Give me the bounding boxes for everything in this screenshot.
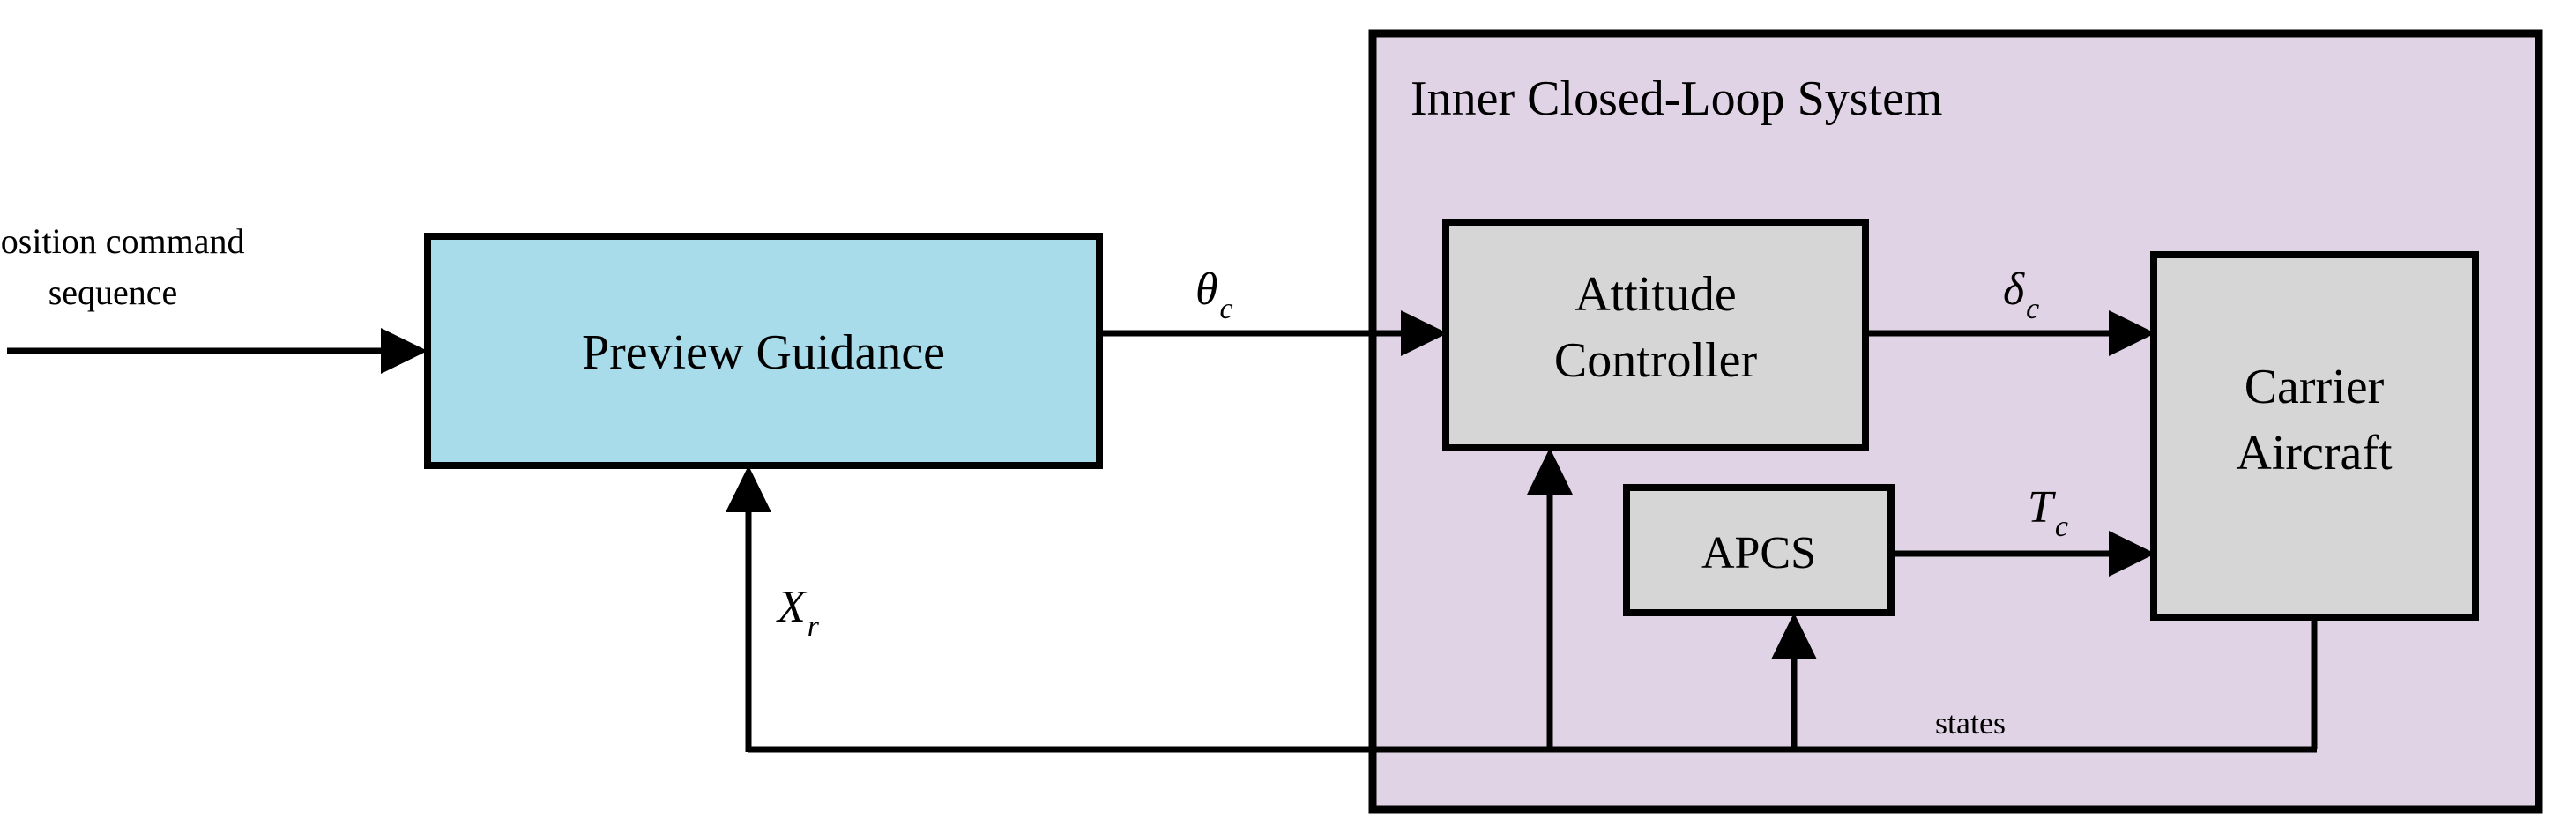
- arrowhead-feedback-to-attitude: [1527, 448, 1573, 495]
- arrowhead-preview-to-attitude: [1401, 310, 1448, 356]
- block-carrier-aircraft[interactable]: [2150, 251, 2479, 621]
- arrowhead-attitude-to-carrier: [2109, 310, 2155, 356]
- block-carrier-aircraft-label-line2: Aircraft: [2236, 426, 2393, 480]
- block-preview-guidance-label: Preview Guidance: [582, 325, 945, 380]
- arrowhead-feedback-to-preview-guidance: [726, 465, 771, 512]
- label-t-c: Tc: [2028, 482, 2068, 543]
- block-attitude-controller[interactable]: [1442, 219, 1869, 451]
- label-t-c-sub: c: [2055, 510, 2068, 543]
- block-attitude-controller-label-line2: Controller: [1554, 333, 1758, 388]
- label-position-command-line2: sequence: [48, 272, 178, 312]
- arrowhead-feedback-to-apcs: [1771, 613, 1817, 659]
- block-preview-guidance[interactable]: [424, 233, 1103, 469]
- label-position-command-line1: Position command: [0, 221, 244, 261]
- arrowhead-apcs-to-carrier: [2109, 531, 2155, 577]
- label-t-c-var: T: [2028, 482, 2056, 532]
- label-theta-c-var: θ: [1195, 264, 1218, 315]
- label-states: states: [1935, 705, 2006, 741]
- block-attitude-controller-label-line1: Attitude: [1575, 267, 1737, 322]
- block-apcs[interactable]: [1623, 484, 1895, 616]
- label-x-r-var: X: [776, 582, 808, 632]
- label-x-r-sub: r: [808, 610, 820, 643]
- label-delta-c-var: δ: [2003, 264, 2025, 315]
- label-theta-c-sub: c: [1220, 293, 1233, 325]
- block-carrier-aircraft-label-line1: Carrier: [2245, 360, 2385, 414]
- label-delta-c: δc: [2003, 264, 2039, 325]
- inner-closed-loop-group-title: Inner Closed-Loop System: [1411, 71, 1942, 126]
- label-theta-c: θc: [1195, 264, 1233, 325]
- label-x-r: Xr: [776, 582, 820, 643]
- arrowhead-input-to-preview-guidance: [381, 328, 428, 374]
- label-delta-c-sub: c: [2026, 293, 2039, 325]
- block-apcs-label: APCS: [1701, 528, 1816, 578]
